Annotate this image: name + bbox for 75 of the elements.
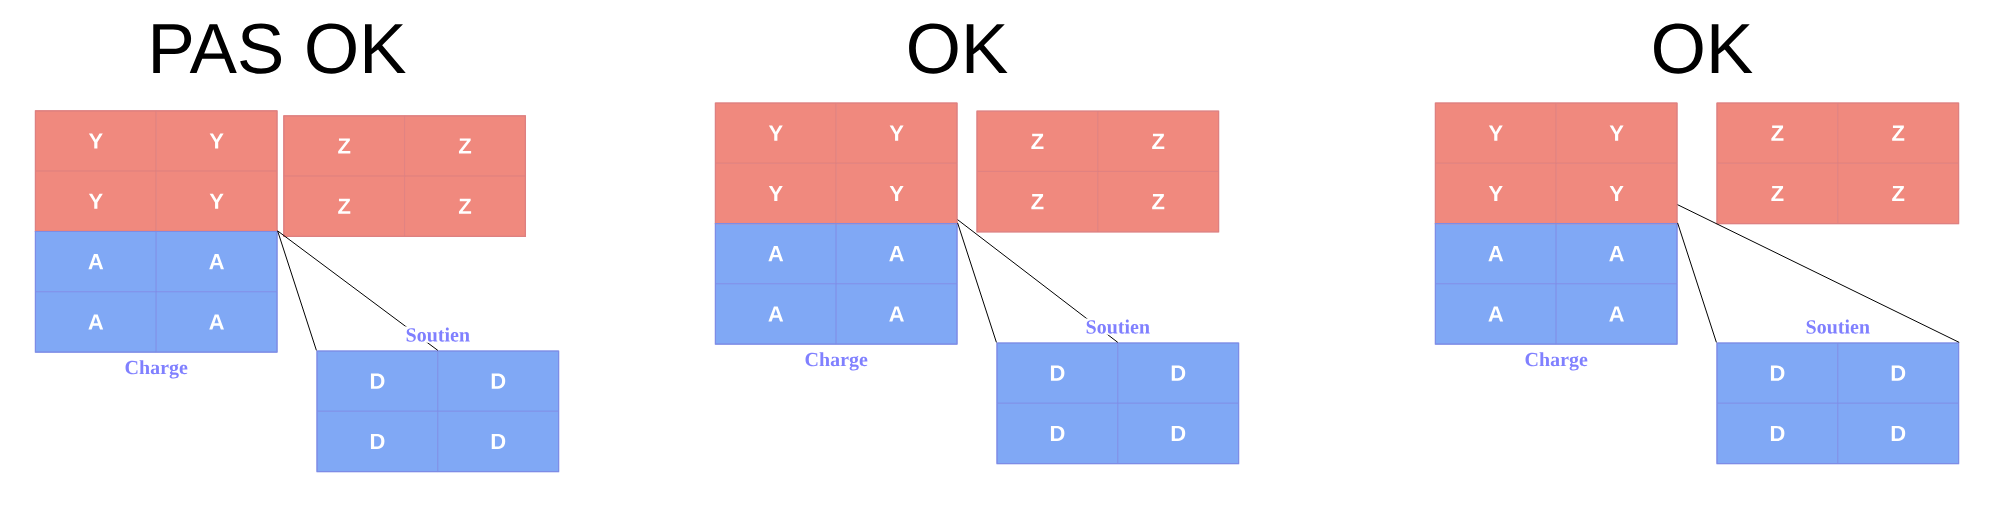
leader-line	[277, 230, 317, 351]
leader-line	[1677, 204, 1960, 343]
grid-block	[714, 222, 958, 345]
grid-block	[34, 230, 278, 353]
grid-cell: Y	[1555, 162, 1678, 224]
grid-cell: A	[715, 283, 837, 345]
grid-cell: Z	[1837, 162, 1959, 224]
grid-cell: A	[1555, 223, 1678, 285]
grid-cell: D	[1716, 342, 1839, 404]
block-caption: Charge	[123, 359, 189, 380]
grid-cell: Y	[715, 102, 837, 164]
grid-block	[996, 342, 1240, 465]
grid-cell: Y	[35, 110, 157, 172]
grid-cell: D	[437, 350, 559, 412]
grid-cell: A	[1435, 283, 1557, 345]
grid-cell: Z	[1716, 162, 1839, 224]
grid-cell: Y	[835, 102, 958, 164]
grid-cell: D	[996, 402, 1119, 464]
grid-cell: A	[155, 291, 278, 353]
grid-cell: A	[715, 223, 837, 285]
grid-cell: Z	[976, 110, 1099, 172]
grid-block	[283, 115, 526, 237]
panel-heading: OK	[909, 23, 1008, 74]
grid-block	[976, 110, 1220, 233]
panel-heading: OK	[1654, 23, 1753, 74]
grid-cell: Z	[1716, 102, 1839, 164]
grid-cell: A	[1555, 283, 1678, 345]
grid-cell: Z	[1097, 171, 1219, 233]
grid-cell: Y	[835, 162, 958, 224]
grid-cell: A	[35, 291, 157, 353]
grid-block	[1716, 102, 1960, 225]
grid-cell: A	[155, 231, 278, 293]
grid-cell: A	[835, 283, 958, 345]
grid-block	[1716, 342, 1960, 465]
grid-cell: Z	[1097, 110, 1219, 172]
grid-cell: D	[996, 342, 1119, 404]
grid-cell: Z	[1837, 102, 1959, 164]
block-caption: Soutien	[404, 326, 472, 343]
grid-cell: Y	[1435, 102, 1557, 164]
grid-cell: Y	[1435, 162, 1557, 224]
grid-cell: D	[1117, 402, 1239, 464]
grid-cell: D	[1716, 402, 1839, 464]
grid-cell: D	[316, 410, 439, 472]
grid-cell: Y	[715, 162, 837, 224]
leader-line	[957, 219, 1119, 343]
block-caption: Soutien	[1804, 318, 1872, 335]
grid-cell: D	[316, 350, 439, 412]
grid-cell: D	[437, 410, 559, 472]
grid-block	[1434, 102, 1678, 225]
grid-cell: Z	[404, 175, 526, 237]
block-caption: Charge	[803, 351, 869, 372]
grid-cell: A	[35, 231, 157, 293]
leader-line	[1677, 222, 1717, 343]
grid-cell: Z	[283, 115, 405, 177]
grid-cell: Z	[976, 171, 1099, 233]
leader-line	[277, 230, 439, 351]
grid-cell: A	[1435, 223, 1557, 285]
grid-cell: D	[1837, 402, 1959, 464]
grid-cell: Y	[35, 170, 157, 232]
grid-cell: D	[1837, 342, 1959, 404]
grid-cell: Z	[404, 115, 526, 177]
grid-block	[316, 350, 560, 473]
leader-line	[957, 222, 997, 343]
block-caption: Charge	[1523, 351, 1589, 372]
grid-block	[714, 102, 958, 225]
grid-cell: Y	[1555, 102, 1678, 164]
grid-block	[34, 110, 278, 232]
panel-heading: PAS OK	[153, 23, 406, 74]
grid-cell: Y	[155, 110, 278, 172]
grid-cell: A	[835, 223, 958, 285]
block-caption: Soutien	[1084, 318, 1152, 335]
grid-cell: D	[1117, 342, 1239, 404]
grid-cell: Z	[283, 175, 405, 237]
grid-cell: Y	[155, 170, 278, 232]
grid-block	[1434, 222, 1678, 345]
